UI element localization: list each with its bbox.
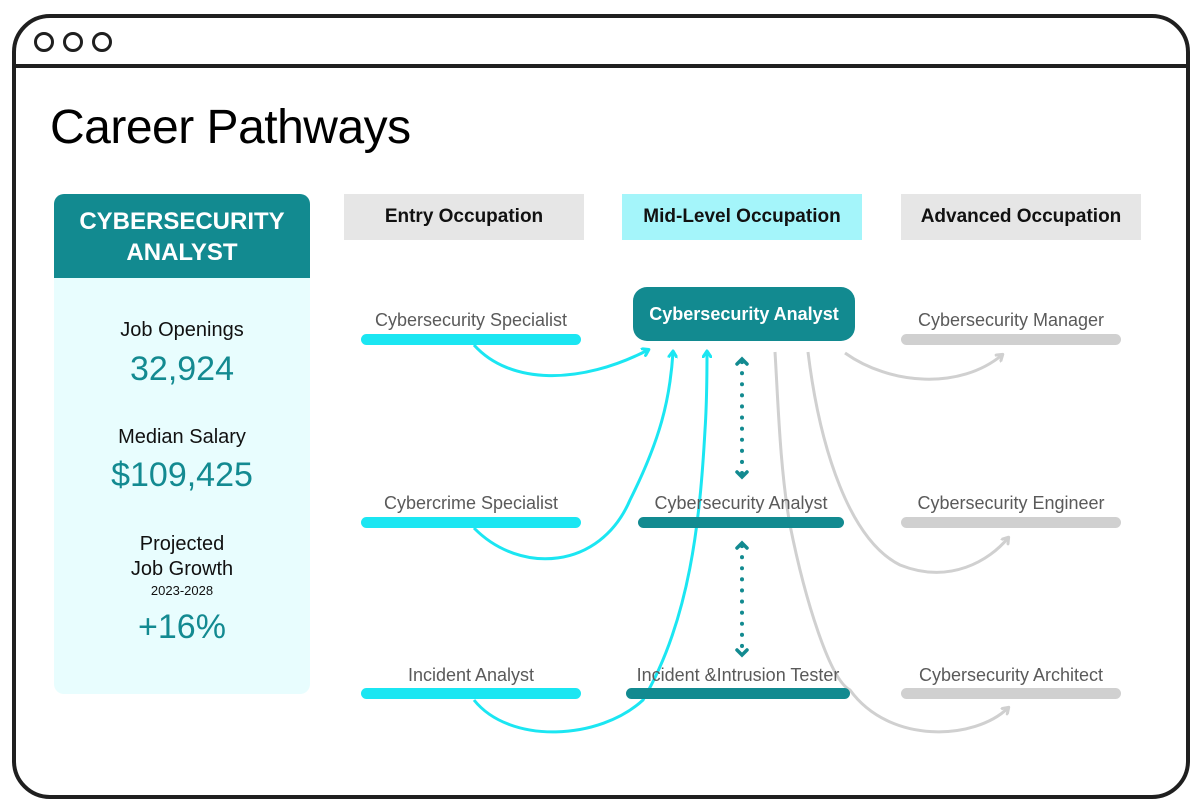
advanced-node-label[interactable]: Cybersecurity Engineer xyxy=(917,493,1105,513)
advanced-node-label[interactable]: Cybersecurity Architect xyxy=(918,665,1104,685)
growth-label-line2: Job Growth xyxy=(130,558,234,580)
median-salary-value: $109,425 xyxy=(111,456,253,494)
advanced-node-bar[interactable] xyxy=(901,334,1121,345)
entry-node-bar[interactable] xyxy=(361,517,581,528)
growth-label-line1: Projected xyxy=(139,533,225,555)
advanced-node-label[interactable]: Cybersecurity Manager xyxy=(917,310,1105,330)
growth-value: +16% xyxy=(138,608,226,646)
card-title-line2: ANALYST xyxy=(126,239,238,266)
entry-node-bar[interactable] xyxy=(361,334,581,345)
median-salary-label: Median Salary xyxy=(118,426,246,448)
mid-node-bar[interactable] xyxy=(638,517,844,528)
job-openings-value: 32,924 xyxy=(130,350,234,388)
mid-node-bar[interactable] xyxy=(626,688,850,699)
occupation-stats-card: CYBERSECURITY ANALYST Job Openings 32,92… xyxy=(54,194,310,694)
entry-node-label[interactable]: Incident Analyst xyxy=(407,665,535,685)
window-control-dot[interactable] xyxy=(63,32,83,52)
job-openings-label: Job Openings xyxy=(120,319,244,341)
entry-node-label[interactable]: Cybersecurity Specialist xyxy=(374,310,568,330)
page-title: Career Pathways xyxy=(50,101,411,154)
entry-node-label[interactable]: Cybercrime Specialist xyxy=(383,493,559,513)
mid-node-label[interactable]: Cybersecurity Analyst xyxy=(654,493,828,513)
focus-occupation-node[interactable]: Cybersecurity Analyst xyxy=(633,287,855,341)
advanced-node-bar[interactable] xyxy=(901,517,1121,528)
card-header: CYBERSECURITY ANALYST xyxy=(54,194,310,278)
growth-period: 2023-2028 xyxy=(150,583,214,598)
advanced-node-bar[interactable] xyxy=(901,688,1121,699)
column-header-entry: Entry Occupation xyxy=(344,194,584,240)
mid-node-label[interactable]: Incident &Intrusion Tester xyxy=(636,665,840,685)
window-control-dot[interactable] xyxy=(92,32,112,52)
column-header-mid: Mid-Level Occupation xyxy=(622,194,862,240)
card-title-line1: CYBERSECURITY xyxy=(79,208,285,235)
window-titlebar xyxy=(16,18,1186,68)
entry-node-bar[interactable] xyxy=(361,688,581,699)
column-header-advanced: Advanced Occupation xyxy=(901,194,1141,240)
window-control-dot[interactable] xyxy=(34,32,54,52)
